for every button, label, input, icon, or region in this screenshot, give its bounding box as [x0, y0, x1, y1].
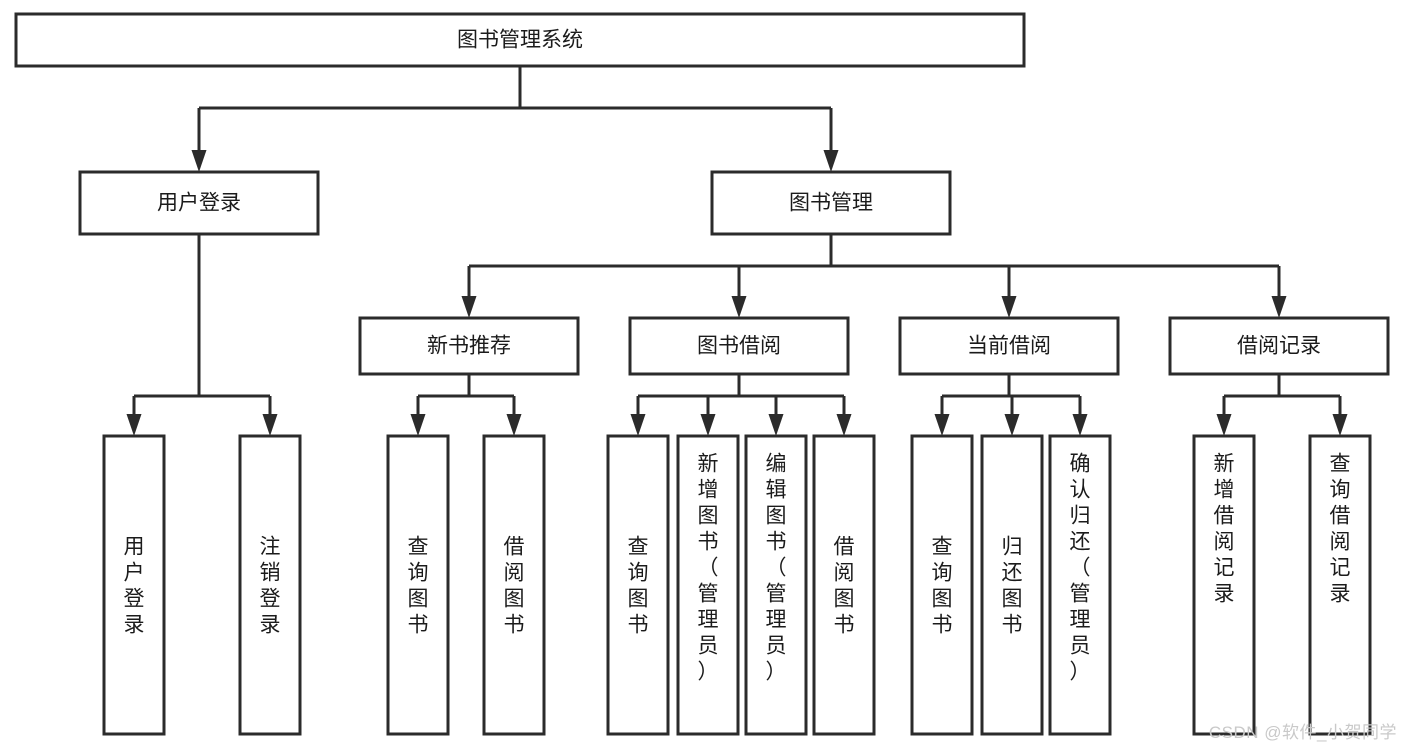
node-book-borrow[interactable]: 图书借阅 [628, 316, 850, 376]
node-leaf-query-book-2[interactable]: 查询图书 [606, 434, 670, 736]
node-current-borrow[interactable]: 当前借阅 [898, 316, 1120, 376]
node-label-current-borrow: 当前借阅 [967, 335, 1051, 358]
node-label-leaf-add-record: 新增借阅记录 [1214, 452, 1235, 605]
node-box-leaf-return-book[interactable] [980, 434, 1044, 736]
node-box-current-borrow[interactable] [898, 316, 1120, 376]
arrow-head-icon [506, 414, 522, 436]
node-leaf-query-book-3[interactable]: 查询图书 [910, 434, 974, 736]
node-leaf-add-book[interactable]: 新增图书（管理员） [676, 434, 740, 736]
node-root[interactable]: 图书管理系统 [14, 12, 1026, 68]
node-label-leaf-query-book-2: 查询图书 [628, 535, 649, 636]
node-label-leaf-logout: 注销登录 [260, 535, 281, 636]
node-leaf-user-login[interactable]: 用户登录 [102, 434, 166, 736]
node-leaf-query-record[interactable]: 查询借阅记录 [1308, 434, 1372, 736]
node-book-manage[interactable]: 图书管理 [710, 170, 952, 236]
arrow-head-icon [1072, 414, 1088, 436]
arrow-head-icon [191, 150, 207, 172]
nodes-layer: 图书管理系统用户登录图书管理新书推荐图书借阅当前借阅借阅记录用户登录注销登录查询… [14, 12, 1390, 736]
node-label-leaf-query-book-3: 查询图书 [932, 535, 953, 636]
node-box-leaf-add-book[interactable] [676, 434, 740, 736]
arrow-head-icon [262, 414, 278, 436]
node-borrow-record[interactable]: 借阅记录 [1168, 316, 1390, 376]
node-label-leaf-edit-book: 编辑图书（管理员） [766, 452, 787, 683]
node-box-leaf-query-book-1[interactable] [386, 434, 450, 736]
node-box-new-book-recommend[interactable] [358, 316, 580, 376]
node-box-leaf-borrow-book-1[interactable] [482, 434, 546, 736]
node-leaf-borrow-book-1[interactable]: 借阅图书 [482, 434, 546, 736]
node-label-leaf-confirm-return: 确认归还（管理员） [1070, 452, 1091, 683]
node-label-leaf-borrow-book-2: 借阅图书 [834, 535, 855, 636]
node-leaf-query-book-1[interactable]: 查询图书 [386, 434, 450, 736]
node-box-leaf-edit-book[interactable] [744, 434, 808, 736]
arrow-head-icon [823, 150, 839, 172]
node-user-login[interactable]: 用户登录 [78, 170, 320, 236]
arrow-head-icon [1001, 296, 1017, 318]
node-box-leaf-add-record[interactable] [1192, 434, 1256, 736]
node-box-book-manage[interactable] [710, 170, 952, 236]
node-label-leaf-return-book: 归还图书 [1002, 535, 1023, 636]
arrow-head-icon [1004, 414, 1020, 436]
node-box-book-borrow[interactable] [628, 316, 850, 376]
node-leaf-add-record[interactable]: 新增借阅记录 [1192, 434, 1256, 736]
node-box-user-login[interactable] [78, 170, 320, 236]
node-label-book-borrow: 图书借阅 [697, 335, 781, 358]
node-label-leaf-borrow-book-1: 借阅图书 [504, 535, 525, 636]
arrow-head-icon [836, 414, 852, 436]
node-leaf-logout[interactable]: 注销登录 [238, 434, 302, 736]
node-label-book-manage: 图书管理 [789, 192, 873, 215]
node-label-new-book-recommend: 新书推荐 [427, 335, 511, 358]
node-new-book-recommend[interactable]: 新书推荐 [358, 316, 580, 376]
node-box-leaf-logout[interactable] [238, 434, 302, 736]
node-label-leaf-add-book: 新增图书（管理员） [698, 452, 719, 683]
node-box-borrow-record[interactable] [1168, 316, 1390, 376]
arrow-head-icon [934, 414, 950, 436]
node-label-leaf-query-record: 查询借阅记录 [1330, 452, 1351, 605]
node-label-user-login: 用户登录 [157, 192, 241, 215]
node-label-leaf-user-login: 用户登录 [124, 535, 145, 636]
node-label-leaf-query-book-1: 查询图书 [408, 535, 429, 636]
arrow-head-icon [630, 414, 646, 436]
node-label-root: 图书管理系统 [457, 29, 583, 52]
node-box-leaf-query-book-3[interactable] [910, 434, 974, 736]
node-box-leaf-confirm-return[interactable] [1048, 434, 1112, 736]
arrow-head-icon [768, 414, 784, 436]
node-box-leaf-borrow-book-2[interactable] [812, 434, 876, 736]
node-box-leaf-query-book-2[interactable] [606, 434, 670, 736]
arrow-head-icon [700, 414, 716, 436]
arrow-head-icon [461, 296, 477, 318]
arrow-head-icon [1332, 414, 1348, 436]
node-leaf-confirm-return[interactable]: 确认归还（管理员） [1048, 434, 1112, 736]
connectors-layer [126, 66, 1348, 436]
node-leaf-return-book[interactable]: 归还图书 [980, 434, 1044, 736]
node-label-borrow-record: 借阅记录 [1237, 335, 1321, 358]
arrow-head-icon [1216, 414, 1232, 436]
arrow-head-icon [126, 414, 142, 436]
node-leaf-edit-book[interactable]: 编辑图书（管理员） [744, 434, 808, 736]
arrow-head-icon [731, 296, 747, 318]
node-box-leaf-user-login[interactable] [102, 434, 166, 736]
node-leaf-borrow-book-2[interactable]: 借阅图书 [812, 434, 876, 736]
node-box-root[interactable] [14, 12, 1026, 68]
arrow-head-icon [1271, 296, 1287, 318]
node-box-leaf-query-record[interactable] [1308, 434, 1372, 736]
arrow-head-icon [410, 414, 426, 436]
csdn-watermark: CSDN @软件_小贺同学 [1208, 723, 1397, 742]
